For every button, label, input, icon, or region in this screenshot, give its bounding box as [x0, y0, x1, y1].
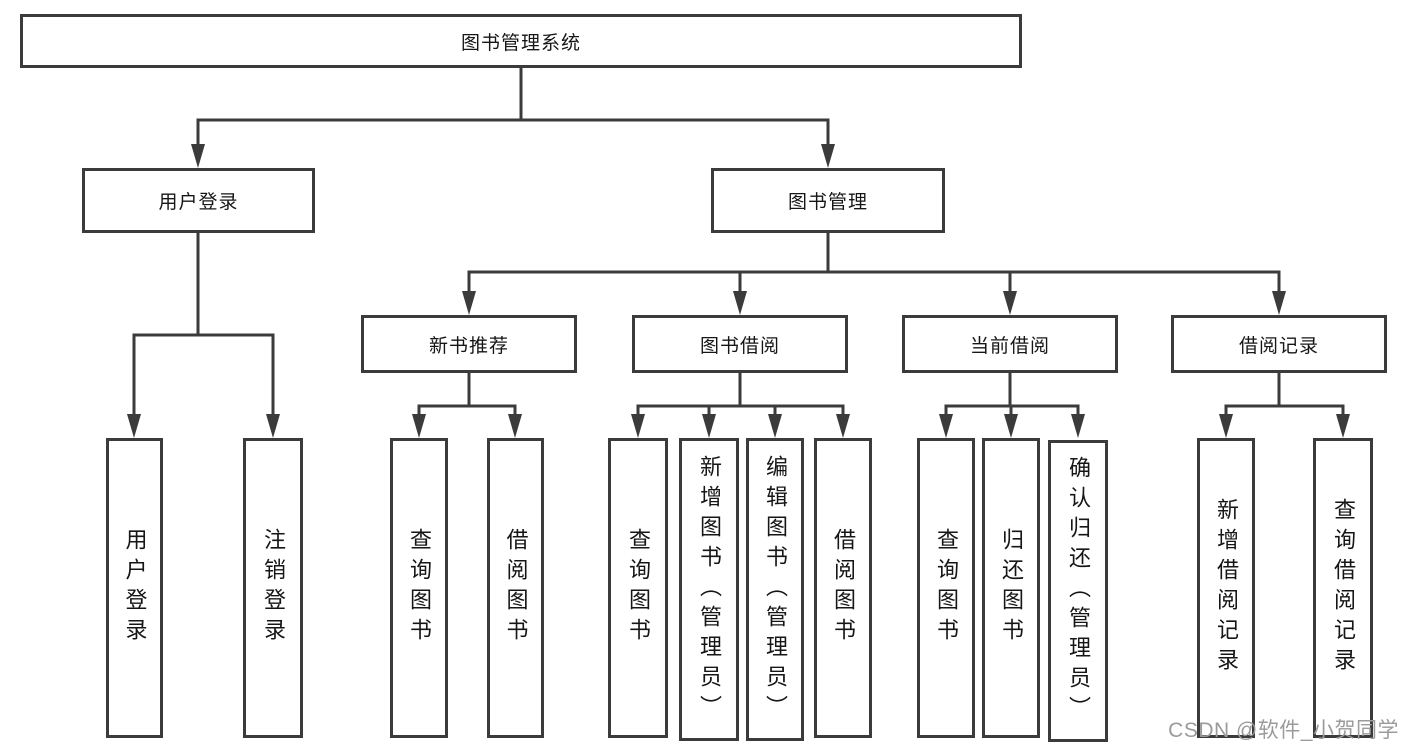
node-label: 查询借阅记录 — [1331, 498, 1356, 678]
csdn-watermark: CSDN @软件_小贺同学 — [1168, 719, 1399, 742]
node-library-management-system: 图书管理系统 — [20, 14, 1022, 68]
node-label: 新书推荐 — [428, 335, 509, 357]
node-logout: 注销登录 — [243, 438, 303, 738]
node-label: 借阅记录 — [1238, 335, 1319, 357]
node-label: 归还图书 — [999, 528, 1024, 648]
node-label: 查询图书 — [626, 528, 651, 648]
node-label: 查询图书 — [934, 528, 959, 648]
node-label: 编辑图书（管理员） — [763, 454, 788, 725]
node-user-login: 用户登录 — [82, 168, 315, 233]
node-label: 注销登录 — [261, 528, 286, 648]
node-label: 确认归还（管理员） — [1066, 456, 1091, 726]
node-cur-return-books: 归还图书 — [982, 438, 1040, 738]
node-cur-query-books: 查询图书 — [917, 438, 975, 738]
node-bw-edit-books-admin: 编辑图书（管理员） — [746, 438, 804, 741]
node-bw-query-books: 查询图书 — [608, 438, 668, 738]
node-label: 当前借阅 — [969, 335, 1050, 357]
node-book-management: 图书管理 — [711, 168, 945, 233]
node-label: 图书借阅 — [699, 335, 780, 357]
node-label: 借阅图书 — [503, 528, 529, 648]
node-nb-query-books: 查询图书 — [390, 438, 448, 738]
node-label: 新增借阅记录 — [1214, 498, 1239, 678]
node-label: 查询图书 — [407, 528, 432, 648]
node-label: 图书管理系统 — [460, 32, 581, 54]
node-label: 用户登录 — [122, 528, 148, 648]
node-book-borrow: 图书借阅 — [632, 315, 848, 373]
node-user-login-leaf: 用户登录 — [106, 438, 163, 738]
node-cur-confirm-return-admin: 确认归还（管理员） — [1048, 440, 1108, 742]
node-label: 图书管理 — [787, 192, 868, 213]
node-bw-add-books-admin: 新增图书（管理员） — [679, 438, 739, 741]
node-borrow-records: 借阅记录 — [1171, 315, 1387, 373]
node-rec-query-borrow-record: 查询借阅记录 — [1313, 438, 1373, 738]
node-current-borrow: 当前借阅 — [902, 315, 1118, 373]
node-label: 新增图书（管理员） — [697, 454, 722, 725]
node-label: 借阅图书 — [831, 528, 856, 648]
node-new-book-recommend: 新书推荐 — [361, 315, 577, 373]
node-bw-borrow-books: 借阅图书 — [814, 438, 872, 738]
arrowheads — [127, 144, 1350, 438]
node-nb-borrow-books: 借阅图书 — [487, 438, 544, 738]
node-rec-add-borrow-record: 新增借阅记录 — [1197, 438, 1255, 738]
node-label: 用户登录 — [158, 192, 239, 213]
